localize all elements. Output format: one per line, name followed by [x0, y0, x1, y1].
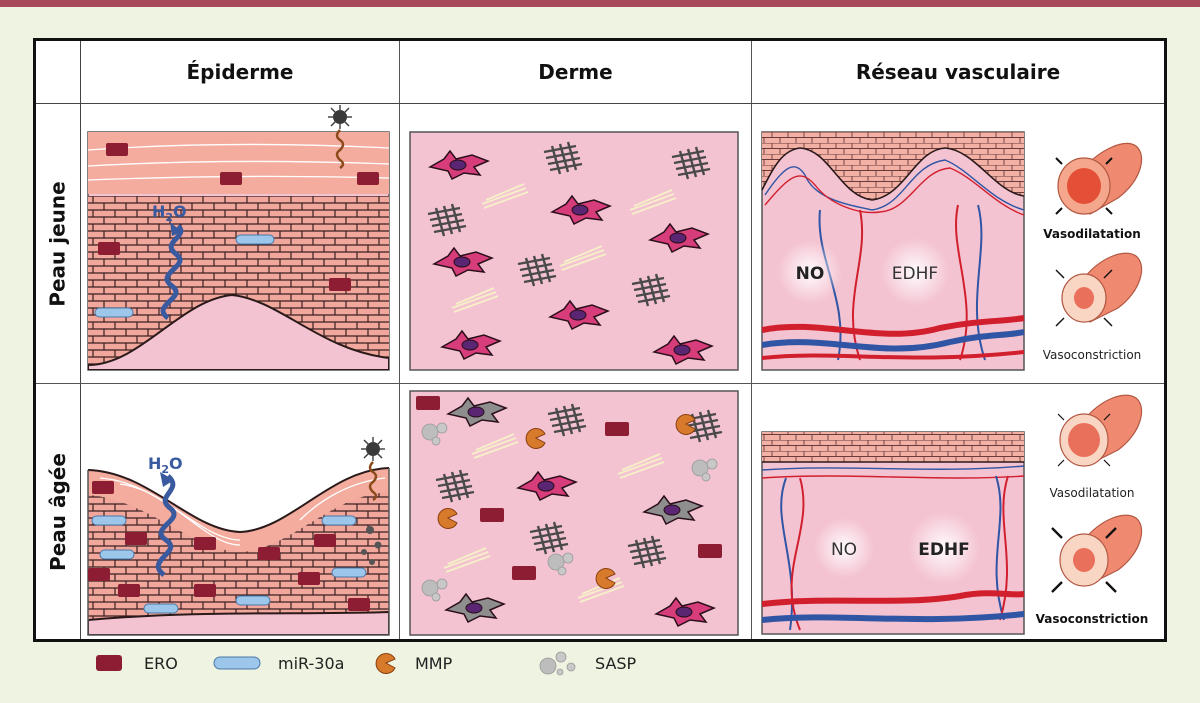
column-header-reseau-vasculaire: Réseau vasculaire	[855, 60, 1061, 84]
vein-vessel	[761, 329, 1025, 352]
legend-label: SASP	[595, 653, 637, 673]
grid-line	[751, 41, 752, 639]
epidermal-cells	[88, 196, 389, 370]
water-flow-arrow	[160, 224, 184, 321]
legend-mir-swatch	[213, 656, 261, 670]
ero-marker	[698, 544, 722, 558]
no-label-young: NO	[796, 264, 825, 284]
legend-label: miR-30a	[278, 653, 345, 673]
thin-epidermal-layer	[762, 432, 1024, 462]
vasoconstriction-label-young: Vasoconstriction	[1043, 348, 1142, 362]
no-label-old: NO	[831, 540, 857, 560]
top-accent-bar	[0, 0, 1200, 7]
sasp-particles	[361, 526, 382, 565]
legend: ERO miR-30a MMP SASP	[0, 648, 1200, 678]
ero-marker	[258, 547, 280, 560]
edhf-label-old: EDHF	[918, 540, 970, 560]
grid-line	[80, 41, 81, 639]
ero-marker	[512, 566, 536, 580]
vasodilatation-icon-young	[1055, 142, 1143, 215]
pathogen-icon	[360, 436, 386, 462]
legend-label: MMP	[415, 653, 453, 673]
mir-marker	[99, 549, 135, 560]
legend-item-mir: miR-30a	[268, 648, 344, 678]
ero-marker	[92, 481, 114, 494]
h2o-sub: 2	[161, 463, 169, 476]
reseau-agee-panel: NO EDHF	[761, 431, 1025, 635]
ero-marker	[416, 396, 440, 410]
mir-marker	[94, 307, 134, 318]
ero-marker	[348, 598, 370, 611]
vasodilatation-icon-old	[1057, 394, 1143, 467]
ero-marker	[118, 584, 140, 597]
ero-marker	[125, 532, 147, 545]
reseau-jeune-panel: NO EDHF	[761, 131, 1025, 371]
ero-marker	[480, 508, 504, 522]
h2o-sub: 2	[165, 211, 173, 224]
h2o-h: H	[152, 202, 165, 221]
ero-marker	[605, 422, 629, 436]
ero-marker	[329, 278, 351, 291]
pathogen-icon	[327, 104, 353, 130]
ero-marker	[88, 568, 110, 581]
epiderme-jeune-panel: H2O	[87, 104, 390, 371]
artery-vessel	[761, 315, 1025, 337]
dermal-papilla	[88, 293, 389, 370]
grid-line	[36, 103, 1164, 104]
mir-marker	[235, 234, 275, 245]
vasodilatation-label-old: Vasodilatation	[1050, 486, 1135, 500]
ero-marker	[314, 534, 336, 547]
legend-item-sasp: SASP	[585, 648, 636, 678]
ero-marker	[194, 584, 216, 597]
h2o-label: H2O	[152, 202, 187, 224]
ero-marker	[106, 143, 128, 156]
mir-marker	[143, 603, 179, 614]
ero-marker	[98, 242, 120, 255]
legend-sasp-swatch	[539, 651, 576, 676]
h2o-o: O	[173, 202, 187, 221]
epiderme-agee-panel: H2O	[87, 436, 390, 636]
vein-vessel	[761, 611, 1025, 623]
grid-line	[36, 383, 1164, 384]
vasoconstriction-icon-old	[1051, 514, 1143, 593]
mir-marker	[321, 515, 357, 526]
epidermal-layer	[762, 132, 1024, 200]
derme-agee-panel	[409, 390, 739, 636]
mir-marker	[91, 515, 127, 526]
h2o-label: H2O	[148, 454, 183, 476]
h2o-h: H	[148, 454, 161, 473]
mir-marker	[235, 595, 271, 606]
derme-jeune-panel	[409, 131, 739, 371]
vasodilatation-label-young: Vasodilatation	[1043, 227, 1141, 241]
vasoconstriction-icon-young	[1055, 252, 1143, 327]
edhf-label-young: EDHF	[892, 264, 938, 284]
legend-ero-swatch	[96, 655, 122, 671]
legend-item-ero: ERO	[134, 648, 178, 678]
grid-line	[399, 41, 400, 639]
ero-marker	[220, 172, 242, 185]
ero-marker	[194, 537, 216, 550]
artery-vessel	[761, 590, 1025, 607]
legend-label: ERO	[144, 653, 178, 673]
vasoconstriction-label-old: Vasoconstriction	[1036, 612, 1149, 626]
legend-item-mmp: MMP	[405, 648, 452, 678]
column-header-derme: Derme	[538, 60, 613, 84]
water-flow-arrow	[155, 474, 177, 577]
ero-marker	[298, 572, 320, 585]
ero-marker	[357, 172, 379, 185]
mir-marker	[331, 567, 367, 578]
h2o-o: O	[169, 454, 183, 473]
column-header-epiderme: Épiderme	[186, 60, 294, 84]
